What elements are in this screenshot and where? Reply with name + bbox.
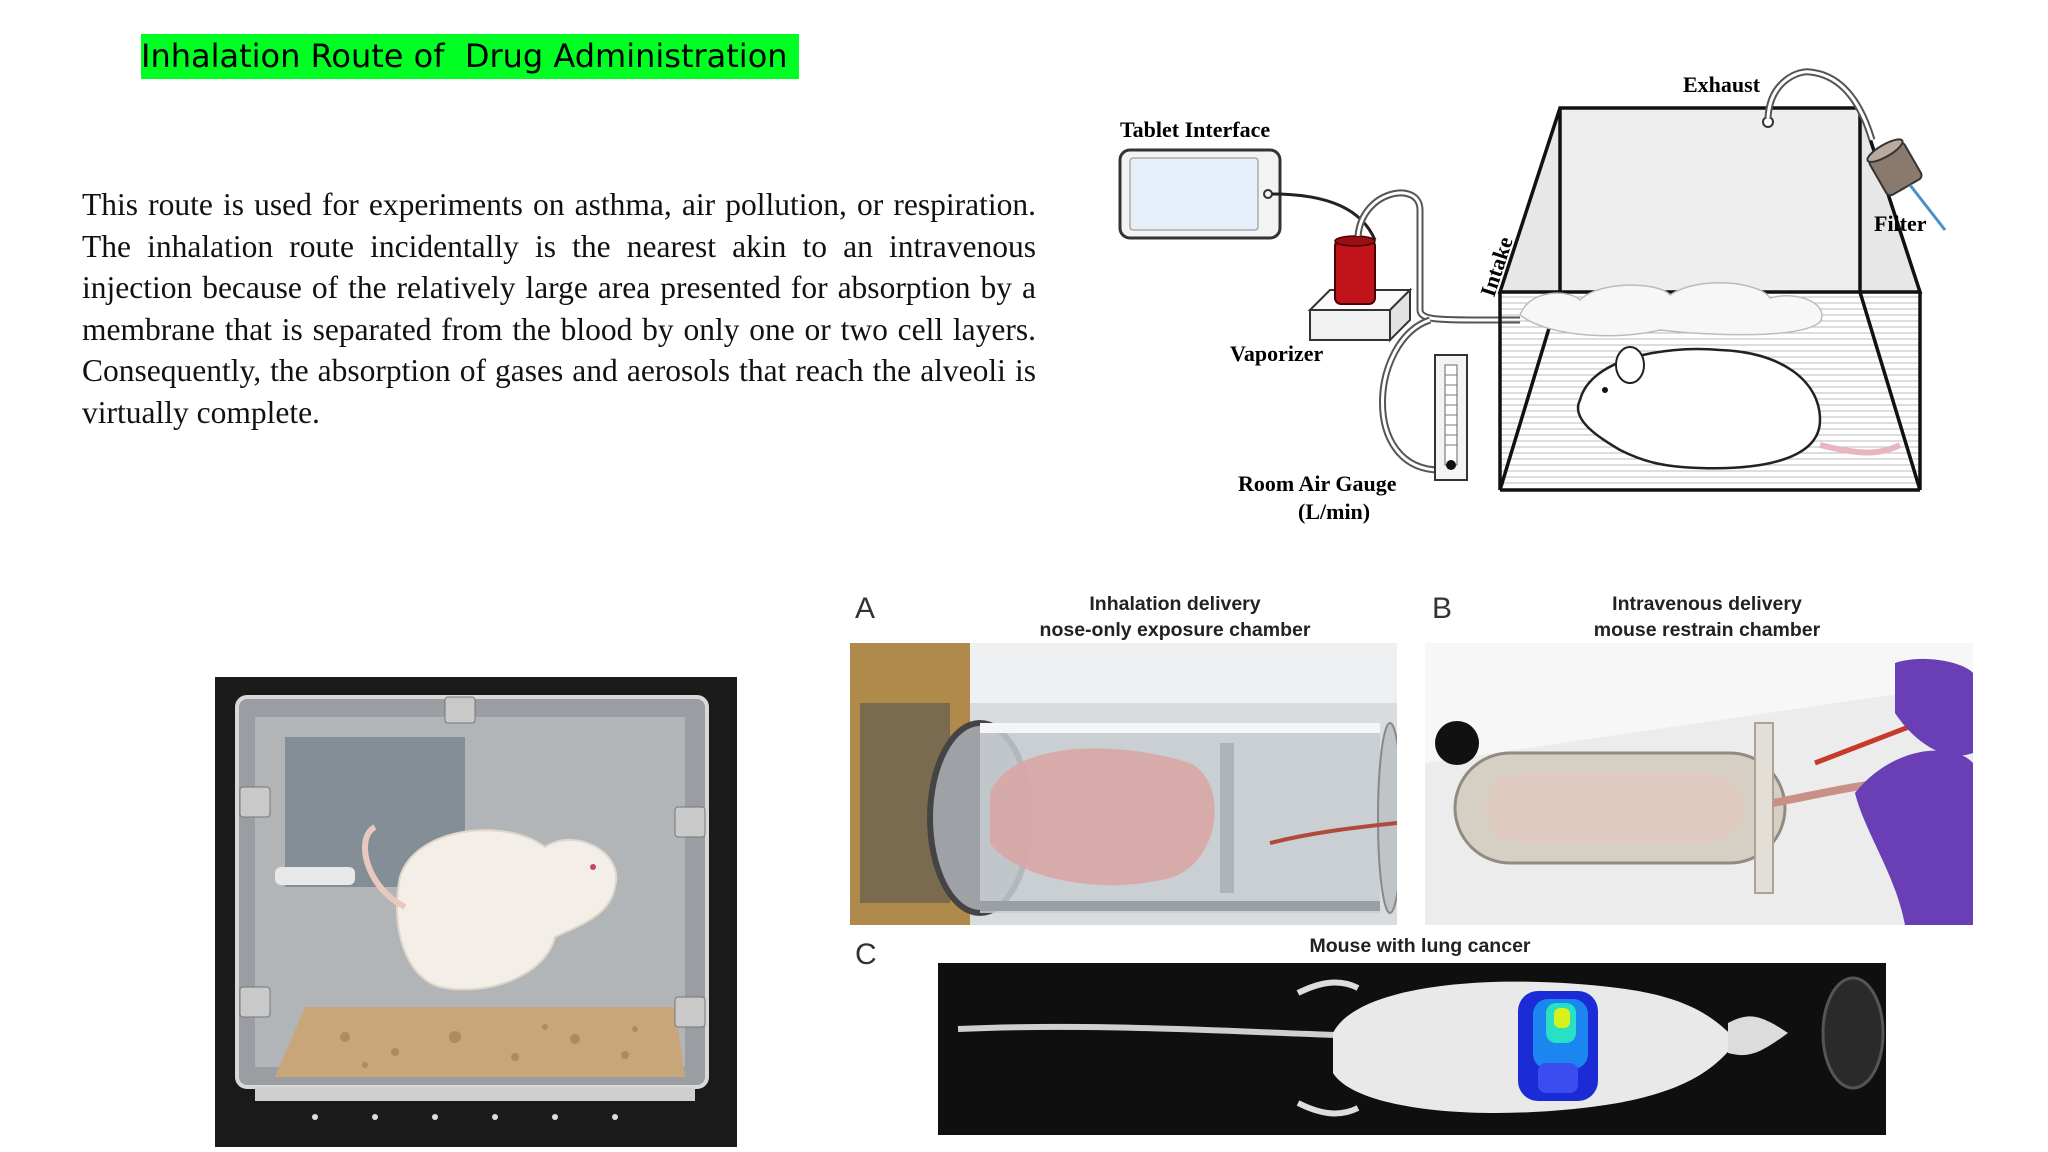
panel-a-caption: Inhalation delivery nose-only exposure c…: [1030, 591, 1320, 643]
slide-title: Inhalation Route of Drug Administration: [141, 34, 799, 79]
exhaust-label: Exhaust: [1683, 72, 1761, 97]
glove-icon: [1855, 750, 1973, 925]
vaporizer-label: Vaporizer: [1230, 341, 1324, 366]
tablet-interface-label: Tablet Interface: [1120, 117, 1270, 142]
rat-chamber-photo: [215, 677, 737, 1147]
mouse-icon: [990, 748, 1215, 886]
tumor-signal-icon: [1518, 991, 1598, 1101]
inhalation-apparatus-diagram: Tablet Interface Vaporizer Room Air Gaug…: [1100, 60, 1980, 530]
panel-a-caption-line2: nose-only exposure chamber: [1039, 619, 1311, 641]
panel-a-letter: A: [855, 592, 876, 625]
room-air-gauge-label: Room Air Gauge: [1238, 471, 1397, 496]
panel-a-photo: [850, 643, 1397, 925]
panel-b-letter: B: [1432, 592, 1453, 625]
panel-c-photo: [938, 963, 1886, 1135]
panel-b-caption-line1: Intravenous delivery: [1612, 593, 1802, 615]
panel-c-caption: Mouse with lung cancer: [1309, 935, 1531, 957]
panel-c-letter: C: [855, 938, 877, 971]
panel-a-caption-line1: Inhalation delivery: [1089, 593, 1261, 615]
room-air-gauge-unit: (L/min): [1298, 499, 1370, 524]
panel-b-caption-line2: mouse restrain chamber: [1593, 619, 1821, 641]
rat-icon: [396, 829, 618, 991]
vaporizer-icon: [1334, 239, 1376, 305]
filter-label: Filter: [1874, 211, 1927, 236]
filter-icon: [1866, 138, 1923, 197]
body-paragraph: This route is used for experiments on as…: [82, 187, 1036, 430]
panel-b-caption: Intravenous delivery mouse restrain cham…: [1562, 591, 1852, 643]
apparatus-drawing: Tablet Interface Vaporizer Room Air Gaug…: [1118, 68, 1947, 524]
cap-knob: [1435, 721, 1479, 765]
panel-b-photo: [1425, 643, 1973, 925]
